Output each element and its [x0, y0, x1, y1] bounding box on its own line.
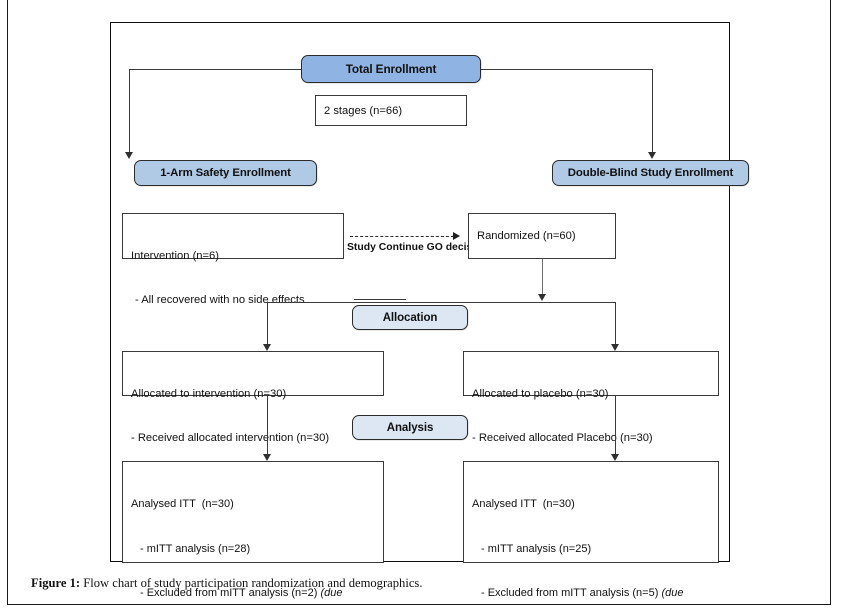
arrow-to-allocated-intervention: [263, 344, 271, 351]
arrow-to-allocated-placebo: [611, 344, 619, 351]
split-bar-gap-segment: [354, 299, 406, 300]
node-one-arm-safety-enrollment[interactable]: 1-Arm Safety Enrollment: [134, 160, 317, 186]
connector-total-to-left-vertical: [129, 69, 130, 154]
node-two-stages[interactable]: 2 stages (n=66): [315, 95, 467, 126]
analysed-itt-right-line-3-main: - Excluded from mITT analysis (n=5): [481, 586, 662, 599]
node-intervention-line-2: - All recovered with no side effects: [135, 293, 305, 306]
node-allocated-intervention-line-1: Allocated to intervention (n=30): [131, 388, 287, 401]
arrow-to-one-arm-safety: [125, 152, 133, 159]
connector-total-to-right-vertical: [652, 69, 653, 154]
connector-allocation-left-vertical: [267, 302, 268, 346]
connector-go-decision-dashed: [350, 236, 454, 237]
arrow-to-double-blind: [648, 152, 656, 159]
node-analysed-itt-intervention[interactable]: Analysed ITT (n=30) - mITT analysis (n=2…: [122, 461, 384, 599]
node-allocation-stage-label: Allocation: [382, 311, 438, 324]
node-total-enrollment-label: Total Enrollment: [345, 62, 437, 76]
connector-placebo-to-analysis: [615, 396, 616, 456]
node-allocated-intervention[interactable]: Allocated to intervention (n=30) - Recei…: [122, 351, 384, 444]
node-allocation-stage[interactable]: Allocation: [352, 305, 468, 330]
node-allocated-placebo-line-1: Allocated to placebo (n=30): [472, 388, 609, 401]
analysed-itt-left-line-1: Analysed ITT (n=30): [131, 498, 234, 511]
connector-intervention-to-analysis: [267, 396, 268, 456]
figure-frame: Total Enrollment 2 stages (n=66) 1-Arm S…: [110, 22, 749, 599]
analysed-itt-left-line-3-italic: (due: [320, 586, 343, 599]
node-randomized-text: Randomized (n=60): [477, 230, 576, 243]
node-double-blind-study-enrollment-label: Double-Blind Study Enrollment: [567, 167, 734, 179]
analysed-itt-right-line-3: - Excluded from mITT analysis (n=5) (due: [472, 586, 711, 601]
node-allocated-placebo[interactable]: Allocated to placebo (n=30) - Received a…: [463, 351, 719, 444]
analysed-itt-right-line-1: Analysed ITT (n=30): [472, 498, 575, 511]
node-total-enrollment[interactable]: Total Enrollment: [301, 55, 481, 83]
node-allocated-intervention-line-2: - Received allocated intervention (n=30): [131, 431, 330, 444]
arrow-go-decision: [453, 232, 460, 240]
arrow-randomized-to-split: [538, 294, 546, 301]
node-double-blind-study-enrollment[interactable]: Double-Blind Study Enrollment: [552, 160, 749, 186]
figure-caption: Figure 1: Flow chart of study participat…: [31, 576, 423, 591]
analysed-itt-left-line-2: - mITT analysis (n=28): [140, 542, 251, 555]
node-intervention[interactable]: Intervention (n=6) - All recovered with …: [122, 213, 344, 306]
node-one-arm-safety-enrollment-label: 1-Arm Safety Enrollment: [160, 167, 291, 179]
split-bar-gap-mask: [354, 299, 406, 301]
connector-total-to-right-horizontal: [481, 69, 653, 70]
node-analysed-itt-placebo[interactable]: Analysed ITT (n=30) - mITT analysis (n=2…: [463, 461, 719, 599]
analysed-itt-right-line-3-italic: (due: [661, 586, 684, 599]
connector-allocation-split-bar: [267, 302, 615, 303]
connector-allocation-right-vertical: [615, 302, 616, 346]
edge-label-go-decision: Study Continue GO decision: [347, 242, 488, 253]
node-intervention-line-1: Intervention (n=6): [131, 250, 219, 263]
node-randomized[interactable]: Randomized (n=60): [468, 213, 616, 259]
node-allocated-placebo-line-2: - Received allocated Placebo (n=30): [472, 431, 653, 444]
node-analysis-stage[interactable]: Analysis: [352, 415, 468, 440]
node-two-stages-text: 2 stages (n=66): [324, 104, 403, 117]
page-outer-border: [7, 0, 831, 605]
analysed-itt-left-line-3-main: - Excluded from mITT analysis (n=2): [140, 586, 321, 599]
node-analysis-stage-label: Analysis: [386, 421, 434, 434]
figure-caption-text: Flow chart of study participation random…: [80, 576, 423, 590]
connector-randomized-down: [542, 259, 543, 297]
analysed-itt-right-line-2: - mITT analysis (n=25): [481, 542, 592, 555]
arrow-to-analysed-itt-right: [611, 454, 619, 461]
figure-caption-prefix: Figure 1:: [31, 576, 81, 590]
analysed-itt-left-line-3: - Excluded from mITT analysis (n=2) (due: [131, 586, 376, 601]
arrow-to-analysed-itt-left: [263, 454, 271, 461]
connector-total-to-left-horizontal: [129, 69, 301, 70]
